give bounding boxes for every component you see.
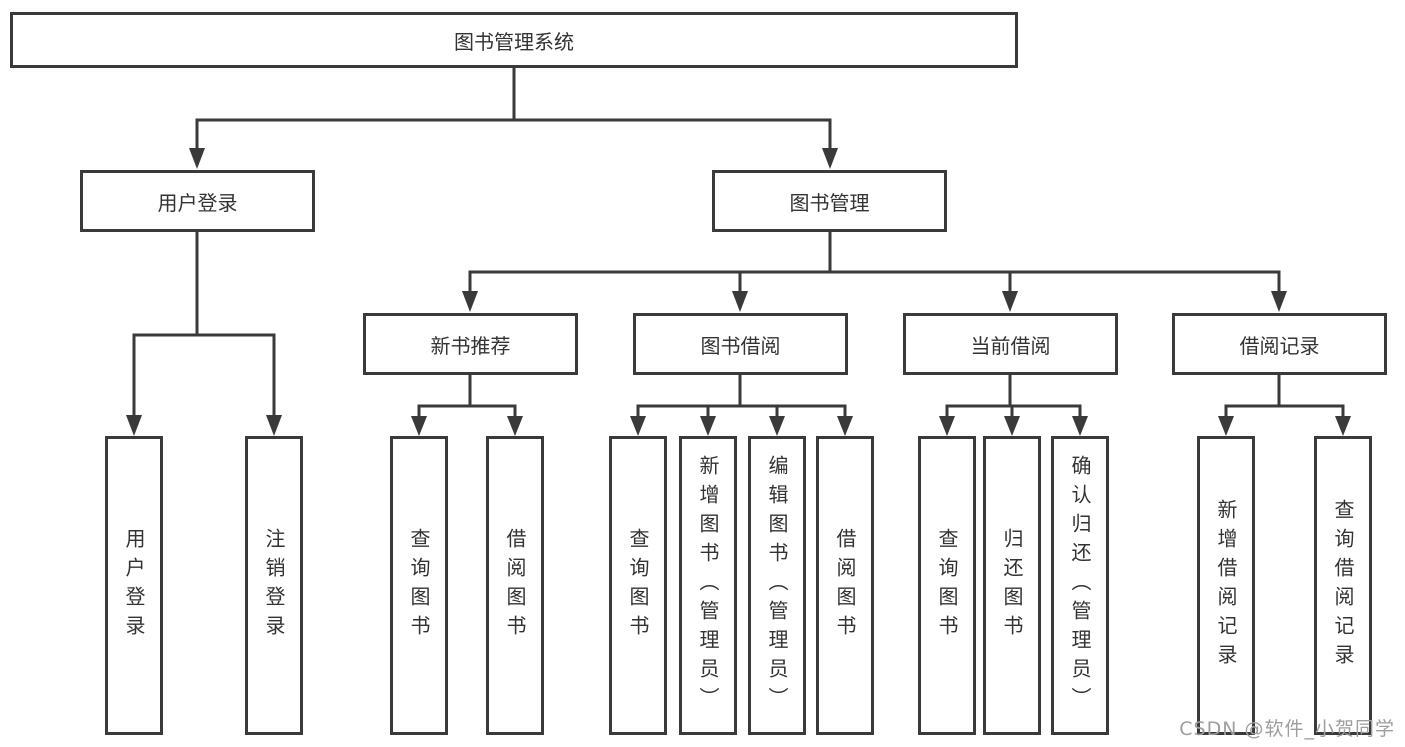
leaf-query-borrow-record-label: 查询借阅记录 [1331,498,1355,673]
leaf-return-books-label: 归还图书 [1000,527,1024,644]
leaf-confirm-return-admin: 确认归还（管理员） [1051,436,1109,735]
node-book-borrowing-label: 图书借阅 [700,333,781,358]
leaf-query-borrow-record: 查询借阅记录 [1314,436,1372,735]
node-borrowing-records-label: 借阅记录 [1239,333,1320,358]
leaf-add-borrow-record-label: 新增借阅记录 [1214,498,1238,673]
leaf-query-books-borrow-label: 查询图书 [626,527,650,644]
leaf-borrow-books-recommend: 借阅图书 [486,436,544,735]
leaf-confirm-return-admin-label: 确认归还（管理员） [1068,455,1092,716]
leaf-borrow-books-borrow: 借阅图书 [816,436,874,735]
leaf-query-books-recommend: 查询图书 [390,436,448,735]
leaf-user-login: 用户登录 [105,436,163,735]
leaf-user-login-label: 用户登录 [122,527,146,644]
node-book-borrowing: 图书借阅 [633,313,848,375]
node-user-login-label: 用户登录 [157,190,238,215]
leaf-borrow-books-borrow-label: 借阅图书 [833,527,857,644]
node-book-management-label: 图书管理 [789,190,870,215]
leaf-query-books-borrow: 查询图书 [609,436,667,735]
leaf-query-books-current-label: 查询图书 [935,527,959,644]
node-library-system-label: 图书管理系统 [454,29,574,54]
node-new-book-recommend-label: 新书推荐 [430,333,511,358]
leaf-query-books-current: 查询图书 [918,436,976,735]
leaf-logout-label: 注销登录 [262,527,286,644]
leaf-edit-book-admin: 编辑图书（管理员） [748,436,806,735]
leaf-query-books-recommend-label: 查询图书 [407,527,431,644]
leaf-borrow-books-recommend-label: 借阅图书 [503,527,527,644]
leaf-return-books: 归还图书 [983,436,1041,735]
node-borrowing-records: 借阅记录 [1172,313,1387,375]
node-current-borrowing: 当前借阅 [903,313,1118,375]
leaf-edit-book-admin-label: 编辑图书（管理员） [765,455,789,716]
node-new-book-recommend: 新书推荐 [363,313,578,375]
leaf-add-book-admin: 新增图书（管理员） [679,436,737,735]
node-library-system: 图书管理系统 [10,12,1018,68]
node-current-borrowing-label: 当前借阅 [970,333,1051,358]
leaf-logout: 注销登录 [245,436,303,735]
leaf-add-book-admin-label: 新增图书（管理员） [696,455,720,716]
node-book-management: 图书管理 [712,170,947,232]
leaf-add-borrow-record: 新增借阅记录 [1197,436,1255,735]
node-user-login: 用户登录 [80,170,315,232]
